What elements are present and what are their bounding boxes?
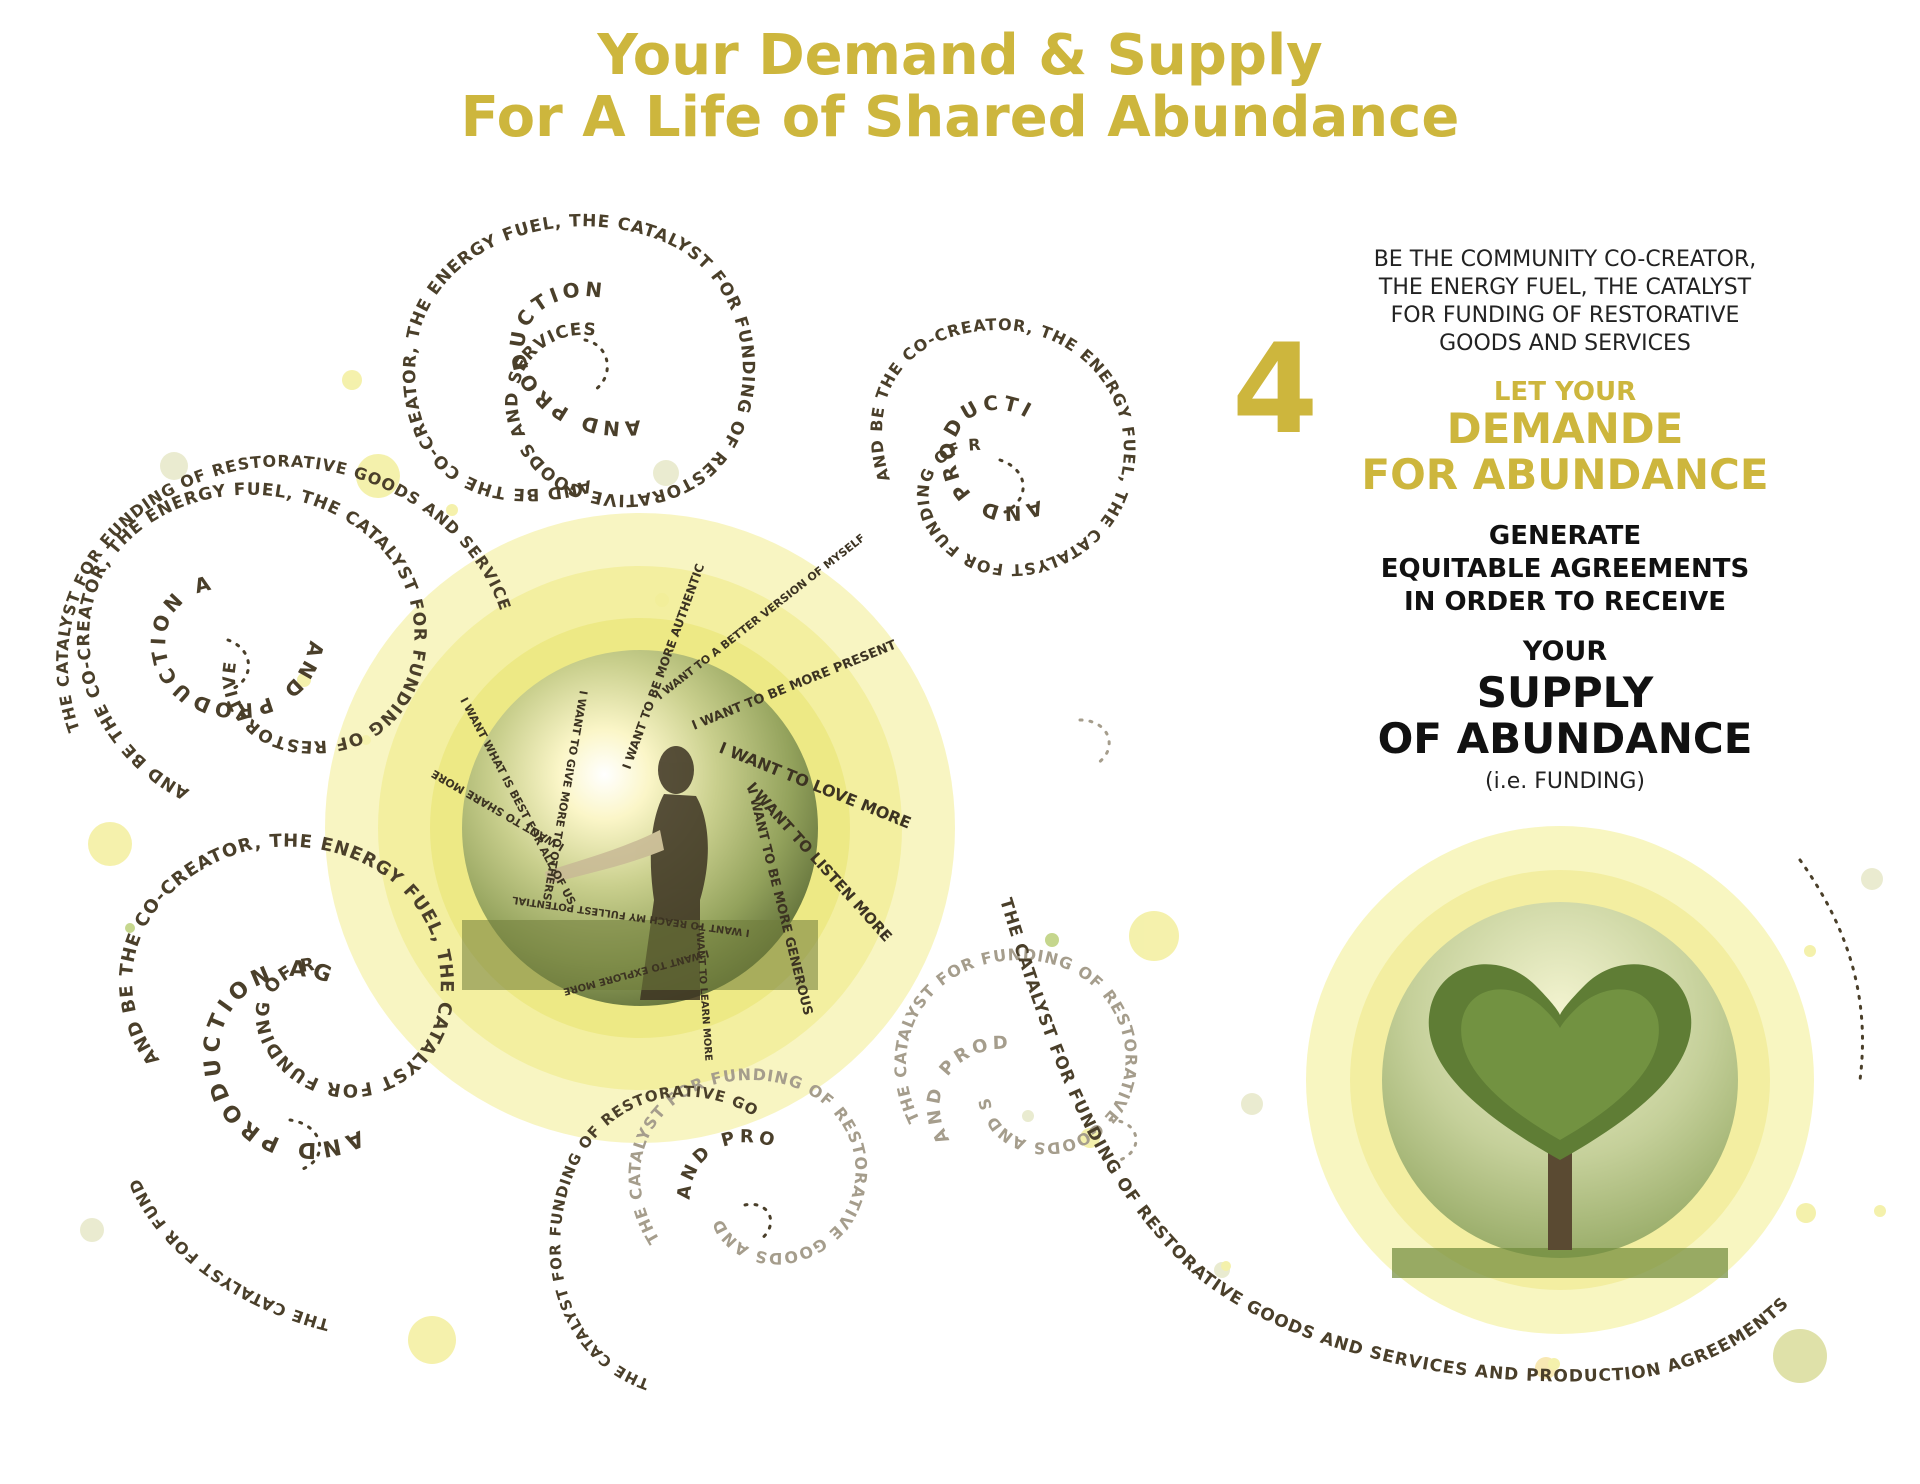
intro-text: BE THE COMMUNITY CO-CREATOR, THE ENERGY …: [1330, 246, 1800, 358]
supply-tree-circle: [1306, 826, 1814, 1334]
intro-line: THE ENERGY FUEL, THE CATALYST: [1378, 275, 1752, 300]
page-title-line-1: Your Demand & Supply: [597, 23, 1323, 88]
svg-text:AND BE THE CO-CREATOR, THE ENE: AND BE THE CO-CREATOR, THE ENERGY FUEL, …: [400, 211, 758, 510]
step-number: 4: [1232, 318, 1319, 462]
spiral-centers: [226, 338, 1864, 1242]
supply-heading-line-1: SUPPLY: [1476, 668, 1654, 717]
spiral-1-text: AND BE THE CO-CREATOR, THE ENERGY FUEL, …: [400, 211, 757, 510]
let-your-label: LET YOUR: [1493, 377, 1637, 407]
your-label: YOUR: [1522, 636, 1608, 667]
generate-line: IN ORDER TO RECEIVE: [1403, 587, 1727, 617]
generate-line: GENERATE: [1488, 521, 1642, 551]
page-title-line-2: For A Life of Shared Abundance: [460, 85, 1460, 150]
intro-line: FOR FUNDING OF RESTORATIVE: [1390, 303, 1740, 328]
demande-heading-line-1: DEMANDE: [1446, 404, 1684, 453]
generate-line: EQUITABLE AGREEMENTS: [1380, 554, 1750, 584]
demande-heading-line-2: FOR ABUNDANCE: [1361, 450, 1769, 499]
intro-line: BE THE COMMUNITY CO-CREATOR,: [1373, 247, 1757, 272]
heart-tree-icon: [1428, 964, 1692, 1250]
supply-heading-line-2: OF ABUNDANCE: [1377, 714, 1753, 763]
funding-note: (i.e. FUNDING): [1485, 769, 1645, 794]
wants-circle: [325, 513, 955, 1143]
intro-line: GOODS AND SERVICES: [1439, 331, 1691, 356]
